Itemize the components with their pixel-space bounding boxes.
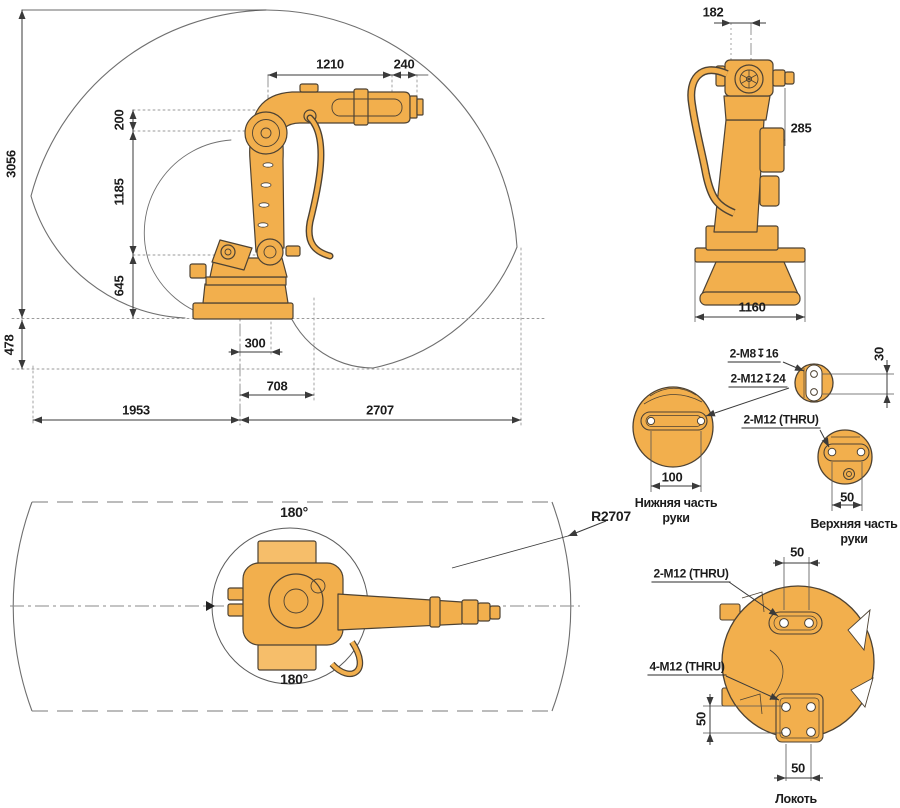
dim-200-label: 200	[111, 109, 127, 131]
dim-30-label: 30	[871, 347, 887, 361]
dim-285-label: 285	[790, 120, 812, 136]
dim-100-label: 100	[661, 469, 683, 485]
dim-300-label: 300	[244, 335, 266, 351]
detail-elbow	[703, 557, 875, 782]
detail-arm-end-pad	[782, 360, 894, 408]
dim-240-label: 240	[393, 56, 415, 72]
thread-2m12-label: 2-M12↧24	[728, 371, 788, 388]
robot-rear-silhouette	[694, 59, 806, 306]
work-envelope-top	[12, 501, 572, 712]
dim-478-label: 478	[1, 334, 17, 356]
dim-50-upper-label: 50	[840, 489, 854, 505]
radius-leader	[451, 520, 607, 569]
robot-side-dress-cable	[305, 114, 334, 260]
rotation-range-top-label: 180°	[280, 504, 308, 520]
upper-arm-caption-line1: Верхняя часть	[810, 516, 898, 531]
dim-2707-label: 2707	[366, 402, 394, 418]
side-view	[11, 9, 546, 426]
dim-1953-label: 1953	[122, 402, 150, 418]
detail-lower-arm	[632, 360, 894, 492]
robot-top-cable	[329, 640, 364, 677]
dim-645-label: 645	[111, 275, 127, 297]
dim-1185-label: 1185	[111, 178, 127, 206]
side-dimensions	[18, 9, 522, 424]
detail-upper-arm	[817, 429, 873, 511]
robot-rear-hose	[687, 66, 736, 217]
thread-elbow-bottom-label: 4-M12 (THRU)	[647, 659, 727, 676]
top-view	[10, 501, 607, 712]
robot-side-silhouette	[189, 83, 424, 320]
dim-1160-label: 1160	[738, 299, 766, 315]
elbow-caption: Локоть	[775, 791, 817, 806]
thread-2m8-label: 2-M8↧16	[727, 346, 781, 363]
reach-radius-label: R2707	[591, 508, 631, 524]
dim-3056-label: 3056	[3, 150, 19, 178]
rear-view	[687, 19, 806, 322]
rotation-range-bottom-label: 180°	[280, 671, 308, 687]
dim-50-elbow-left-label: 50	[693, 712, 709, 726]
work-envelope-side	[30, 9, 518, 369]
dim-182-label: 182	[702, 4, 724, 20]
robot-top-silhouette	[227, 540, 501, 671]
lower-arm-caption-line1: Нижняя часть	[634, 495, 718, 510]
dim-708-label: 708	[266, 378, 288, 394]
dim-50-elbow-top-label: 50	[790, 544, 804, 560]
upper-arm-caption-line2: руки	[840, 531, 868, 546]
thread-elbow-top-label: 2-M12 (THRU)	[651, 566, 731, 583]
dim-1210-label: 1210	[316, 56, 344, 72]
lower-arm-caption-line2: руки	[662, 510, 690, 525]
dim-50-elbow-bottom-label: 50	[791, 760, 805, 776]
rotation-tick	[206, 601, 215, 611]
thread-upper-arm-label: 2-M12 (THRU)	[741, 412, 821, 429]
